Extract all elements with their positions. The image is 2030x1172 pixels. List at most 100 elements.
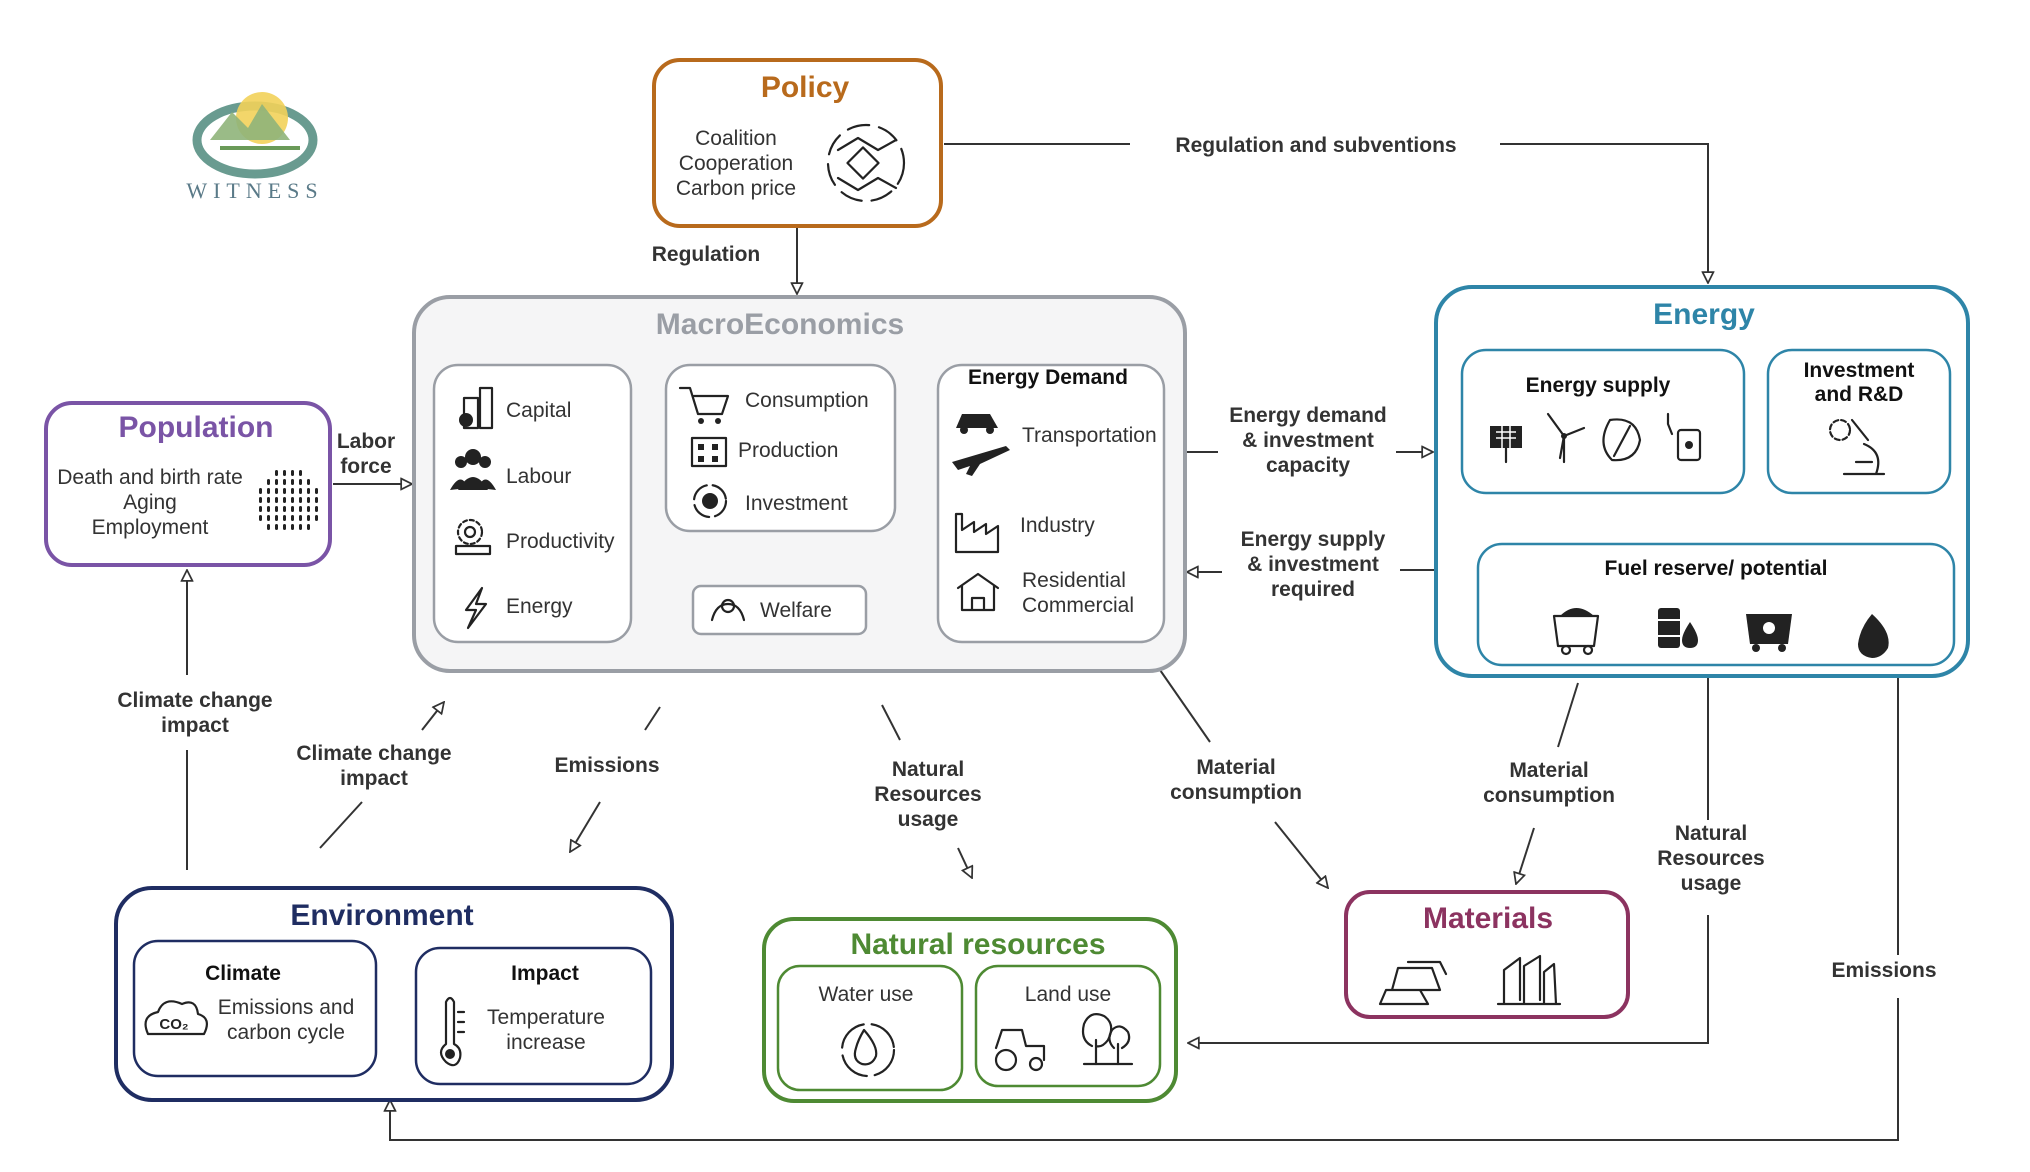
crowd-dot <box>299 524 302 530</box>
energy-demand-title: Energy Demand <box>968 366 1128 389</box>
crowd-dot <box>291 506 294 512</box>
shopping-cart-icon <box>678 386 730 424</box>
flow-label-force: force <box>340 455 391 478</box>
flow-label-natural-energy-3: usage <box>1681 872 1742 895</box>
welfare-label: Welfare <box>760 599 832 622</box>
flow-label-labor: Labor <box>337 430 395 453</box>
population-box: Population Death and birth rate Aging Em… <box>44 401 332 567</box>
investment-rd-panel <box>1766 348 1952 495</box>
crowd-dot <box>307 524 310 530</box>
crowd-dot <box>259 515 262 521</box>
flow-label-climate-pop-2: impact <box>161 714 229 737</box>
crowd-dot <box>315 506 318 512</box>
flow-labels: Regulation and subventions Regulation La… <box>117 134 1936 982</box>
flow-label-energy-demand-2: & investment <box>1242 429 1374 452</box>
welfare-panel <box>691 584 868 636</box>
demand-industry: Industry <box>1020 514 1095 537</box>
crowd-dot <box>283 515 286 521</box>
uranium-cart-icon <box>1746 614 1792 652</box>
fuel-reserve-title: Fuel reserve/ potential <box>1605 557 1828 580</box>
co2-label: CO₂ <box>159 1016 188 1033</box>
energy-bolt-icon <box>464 586 488 630</box>
crowd-dot <box>307 497 310 503</box>
connectors <box>187 143 1899 1141</box>
witness-logo: WITNESS <box>186 92 318 203</box>
crowd-dot <box>299 488 302 494</box>
crowd-dot <box>291 515 294 521</box>
crowd-dot <box>291 479 294 485</box>
tractor-icon <box>994 1028 1046 1072</box>
climate-text-2: carbon cycle <box>227 1021 345 1044</box>
emissions-macro-arrow <box>570 801 601 852</box>
activity-production: Production <box>738 439 838 462</box>
population-item-aging: Aging <box>123 491 177 514</box>
investment-coin-icon <box>692 483 728 519</box>
crowd-dot <box>275 524 278 530</box>
macro-title: MacroEconomics <box>656 308 904 341</box>
crowd-dot <box>275 470 278 476</box>
material-macro-arrow <box>1274 821 1328 888</box>
factor-energy: Energy <box>506 595 573 618</box>
climate-macro-arrow <box>421 702 444 731</box>
activities-panel <box>664 363 897 533</box>
crowd-dot <box>267 506 270 512</box>
crowd-dot <box>267 479 270 485</box>
investment-title-2: and R&D <box>1815 383 1904 406</box>
crowd-dot <box>299 515 302 521</box>
materials-title: Materials <box>1423 902 1553 935</box>
policy-box: Policy Coalition Cooperation Carbon pric… <box>652 58 943 228</box>
flow-label-regulation: Regulation <box>652 243 761 266</box>
crowd-dot <box>275 479 278 485</box>
climate-title: Climate <box>205 962 281 985</box>
crowd-dot <box>275 497 278 503</box>
crowd-dot <box>307 488 310 494</box>
policy-title: Policy <box>761 71 850 104</box>
demand-residential: Residential <box>1022 569 1126 592</box>
renewable-leaf-icon <box>1602 418 1642 462</box>
natural-resources-box: Natural resources Water use Land use <box>762 917 1178 1103</box>
crowd-dot <box>267 524 270 530</box>
welfare-hands-icon <box>710 598 746 622</box>
environment-title: Environment <box>290 899 473 932</box>
climate-macro-line <box>319 801 363 849</box>
crowd-dot <box>291 497 294 503</box>
crowd-dot <box>259 506 262 512</box>
energy-supply-panel <box>1460 348 1746 495</box>
natural-macro-arrow <box>957 847 972 878</box>
flow-label-natural-energy-2: Resources <box>1657 847 1764 870</box>
flow-label-natural-macro-2: Resources <box>874 783 981 806</box>
natural-macro-line <box>881 704 901 741</box>
factor-labour: Labour <box>506 465 571 488</box>
flow-label-emissions-energy: Emissions <box>1831 959 1936 982</box>
impact-panel <box>414 946 653 1086</box>
crowd-dot <box>315 515 318 521</box>
airplane-icon <box>952 446 1010 476</box>
crowd-dot <box>307 506 310 512</box>
flow-label-climate-pop-1: Climate change <box>117 689 272 712</box>
thermometer-icon <box>439 996 466 1067</box>
crowd-dot <box>275 506 278 512</box>
policy-item-coalition: Coalition <box>695 127 777 150</box>
microscope-icon <box>1828 418 1886 476</box>
factors-panel <box>432 363 633 644</box>
flow-label-natural-macro-3: usage <box>898 808 959 831</box>
flow-label-emissions-macro: Emissions <box>554 754 659 777</box>
flow-label-natural-macro-1: Natural <box>892 758 964 781</box>
population-title: Population <box>119 411 274 444</box>
factor-capital: Capital <box>506 399 571 422</box>
flow-label-regulation-subventions: Regulation and subventions <box>1175 134 1456 157</box>
productivity-gear-icon <box>454 518 492 556</box>
handshake-icon <box>826 123 906 203</box>
population-item-employment: Employment <box>92 516 209 539</box>
activity-investment: Investment <box>745 492 848 515</box>
demand-commercial: Commercial <box>1022 594 1134 617</box>
flow-label-material-energy-2: consumption <box>1483 784 1615 807</box>
crowd-dot <box>267 497 270 503</box>
wind-turbine-icon <box>1546 412 1586 464</box>
population-item-death-birth: Death and birth rate <box>57 466 243 489</box>
investment-title-1: Investment <box>1804 359 1915 382</box>
crowd-dot <box>299 506 302 512</box>
people-crowd-icon <box>259 470 318 530</box>
water-use-panel <box>776 964 964 1092</box>
crowd-dot <box>307 479 310 485</box>
